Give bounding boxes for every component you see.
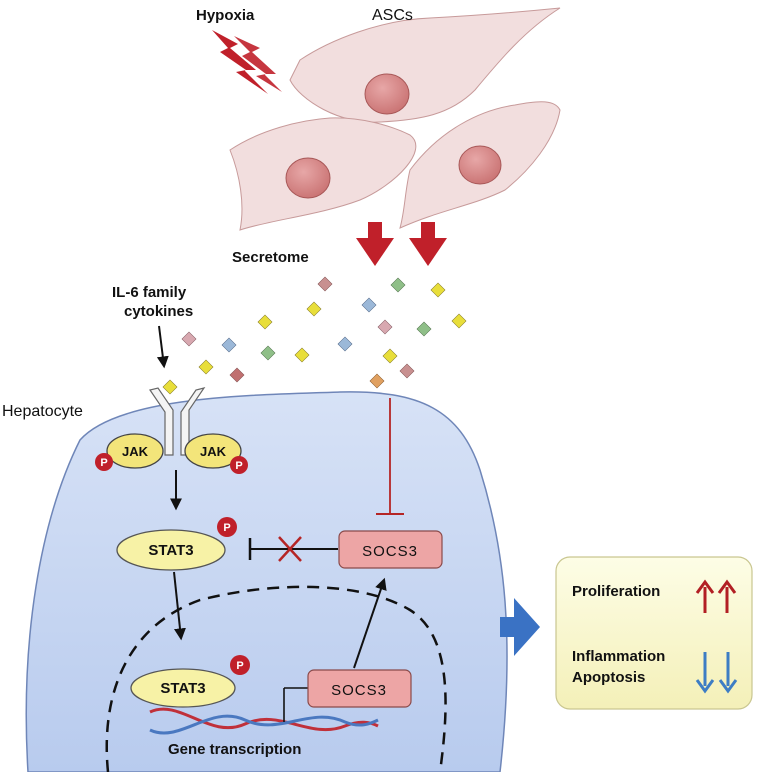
jak-right: JAK <box>184 433 242 469</box>
gene-transcription-label: Gene transcription <box>168 741 301 758</box>
stat3-label: STAT3 <box>148 542 193 559</box>
il6-arrow <box>156 325 169 369</box>
inflammation-label: Inflammation <box>572 648 665 665</box>
svg-text:P: P <box>223 522 230 534</box>
hypoxia-label: Hypoxia <box>196 7 255 24</box>
phospho-badge: P <box>230 655 250 675</box>
svg-text:P: P <box>100 457 107 469</box>
up-arrow-icon <box>695 579 715 613</box>
stat3-label: STAT3 <box>160 680 205 697</box>
svg-text:P: P <box>235 460 242 472</box>
up-arrow-icon <box>717 579 737 613</box>
jak-left: JAK <box>106 433 164 469</box>
jak-label: JAK <box>122 444 149 459</box>
ascs-label: ASCs <box>372 7 413 24</box>
jak-label: JAK <box>200 444 227 459</box>
il6-label-line2: cytokines <box>124 303 193 320</box>
asc-cell-left <box>229 117 417 231</box>
asc-nucleus <box>364 73 410 115</box>
hepatocyte-label: Hepatocyte <box>2 403 83 420</box>
proliferation-label: Proliferation <box>572 583 660 600</box>
socs3-label: SOCS3 <box>331 682 387 699</box>
phospho-badge: P <box>230 456 248 474</box>
stat3-nucleus: STAT3 <box>130 668 236 708</box>
outcome-box: Proliferation Inflammation Apoptosis <box>555 556 753 710</box>
stat3-cytoplasm: STAT3 <box>116 529 226 571</box>
socs3-nucleus: SOCS3 <box>307 669 412 708</box>
secretome-label: Secretome <box>232 249 309 266</box>
asc-nucleus <box>285 157 331 199</box>
asc-cell-top <box>289 7 561 123</box>
asc-nucleus <box>458 145 502 185</box>
stat3-translocation-arrow <box>173 571 186 641</box>
secretome-particles <box>162 276 467 395</box>
apoptosis-label: Apoptosis <box>572 669 645 686</box>
socs3-export-arrow <box>353 577 387 669</box>
phospho-badge: P <box>217 517 237 537</box>
il6-label-line1: IL-6 family <box>112 284 187 301</box>
hepatocyte-cell <box>25 391 508 772</box>
socs3-cytoplasm: SOCS3 <box>338 530 443 569</box>
socs3-label: SOCS3 <box>362 543 418 560</box>
blocked-cross-icon <box>278 536 302 562</box>
hypoxia-lightning-icon <box>212 30 282 94</box>
outcome-arrow <box>500 598 540 656</box>
down-arrow-icon <box>695 652 715 694</box>
phospho-badge: P <box>95 453 113 471</box>
down-arrow-icon <box>718 652 738 694</box>
nucleus-outline <box>105 585 447 772</box>
asc-cell-right <box>399 101 561 229</box>
svg-text:P: P <box>236 660 243 672</box>
dna-helix-icon <box>149 707 379 735</box>
secretome-release-arrow <box>409 222 447 266</box>
secretome-release-arrow <box>356 222 394 266</box>
